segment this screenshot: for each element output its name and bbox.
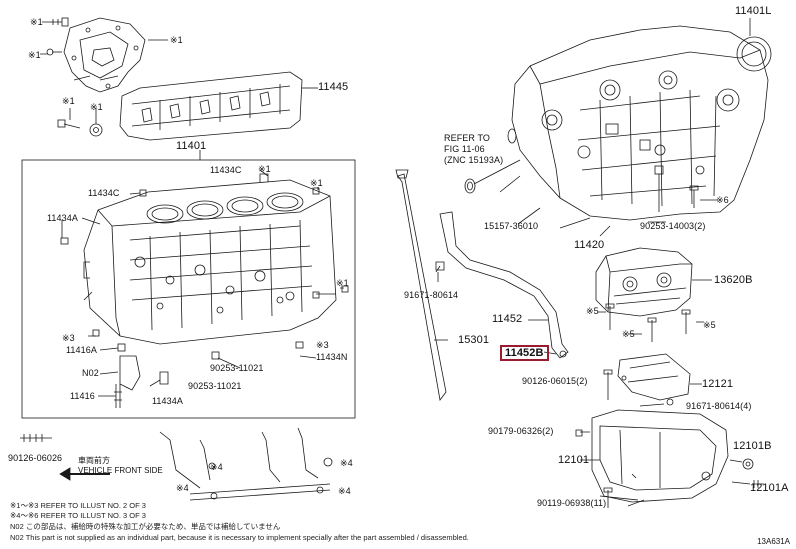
refer-line-2: FIG 11-06 [444,144,485,154]
label-90126-06026: 90126-06026 [8,453,63,463]
ref-mark-4c: ※4 [340,458,353,468]
label-11401L: 11401L [735,5,772,17]
refer-line-1: REFER TO [444,133,490,143]
label-11434C-b: 11434C [88,188,120,198]
label-11452B-highlighted[interactable]: 11452B [500,345,549,361]
ref-mark-1c: ※1 [28,50,41,60]
oil-seal-illustration [736,36,772,72]
block-assembly-frame [21,159,356,419]
label-12101A: 12101A [750,482,789,494]
vehicle-front-jp: 車両前方 [78,456,110,465]
label-12121: 12121 [702,378,734,390]
note-line-2: ※4～※6 REFER TO ILLUST NO. 3 OF 3 [10,511,146,520]
ref-mark-3b: ※3 [316,340,329,350]
label-11434A-a: 11434A [47,213,78,223]
label-11416: 11416 [70,391,95,401]
stiffening-crankcase-illustration [511,25,769,221]
vehicle-front-en: VEHICLE FRONT SIDE [78,466,163,475]
figure-code: 13A631A [757,537,790,546]
label-15157-36010: 15157-36010 [484,221,539,231]
block-pins-and-plugs [60,187,349,408]
label-11434A-b: 11434A [152,396,183,406]
ref-mark-1b: ※1 [170,35,183,45]
oil-pan-illustration [591,409,729,503]
ref-mark-1e: ※1 [90,102,103,112]
ref-mark-4a: ※4 [210,462,223,472]
label-90253-11021-b: 90253-11021 [188,381,242,391]
ref-mark-4d: ※4 [338,486,351,496]
ref-mark-1f: ※1 [258,164,271,174]
ref-mark-3a: ※3 [62,333,75,343]
timing-cover-illustration [63,17,146,93]
dipstick-illustration [395,169,447,401]
ref-mark-1g: ※1 [310,178,323,188]
note-line-3: N02 この部品は、補給時の特殊な加工が必要なため、単品では補給していません [10,522,281,531]
ref-mark-1h: ※1 [336,278,349,288]
oil-strainer-illustration [439,211,569,359]
label-90253-11021-a: 90253-11021 [210,363,264,373]
label-11434C-a: 11434C [210,165,242,175]
ref-mark-5c: ※5 [703,320,716,330]
label-15301: 15301 [458,334,490,346]
label-11452: 11452 [492,313,523,325]
bolt-group-upper [46,17,103,137]
label-11416A: 11416A [66,345,97,355]
label-90126-06015: 90126-06015(2) [522,376,588,386]
oil-pump-illustration [595,247,693,317]
note-line-1: ※1～※3 REFER TO ILLUST NO. 2 OF 3 [10,501,146,510]
label-90119-06938: 90119-06938(11) [537,498,607,508]
label-N02: N02 [82,368,99,378]
label-11445: 11445 [318,81,349,93]
label-12101B: 12101B [733,440,772,452]
ref-mark-1d: ※1 [62,96,75,106]
label-90253-14003: 90253-14003(2) [640,221,706,231]
oil-jet-illustration [20,427,333,501]
ref-mark-6: ※6 [716,195,729,205]
label-11401: 11401 [176,140,207,152]
refer-line-3: (ZNC 15193A) [444,155,504,165]
label-11434N: 11434N [316,352,348,362]
oil-pan-baffle-plate-illustration [617,353,691,406]
ref-mark-1a: ※1 [30,17,43,27]
label-13620B: 13620B [714,274,753,286]
baffle-plate-illustration [119,71,303,141]
label-91671-80614: 91671-80614 [404,290,459,300]
note-line-4: N02 This part is not supplied as an indi… [10,533,469,542]
ref-mark-5b: ※5 [622,329,635,339]
label-90179-06326: 90179-06326(2) [488,426,554,436]
label-11420: 11420 [574,239,605,251]
cylinder-block-illustration [83,173,337,345]
label-12101: 12101 [558,454,590,466]
label-91671-80614-4: 91671-80614(4) [686,401,752,411]
ref-mark-4b: ※4 [176,483,189,493]
ref-mark-5a: ※5 [586,306,599,316]
